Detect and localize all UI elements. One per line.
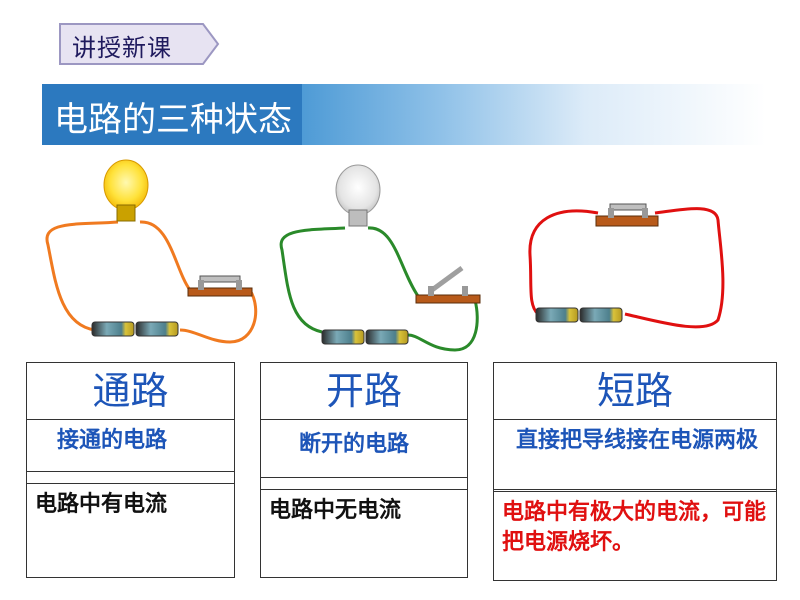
closed-circuit-wire-right [139,220,258,344]
open-circuit-wire-right [367,226,479,352]
open-circuit-note: 电路中无电流 [261,489,467,577]
open-circuit-card: 开路 断开的电路 电路中无电流 [260,362,468,578]
circuit-illustrations [45,159,725,352]
closed-circuit-note: 电路中有电流 [27,483,234,577]
open-circuit-wire-left [279,226,346,334]
battery-pair-icon [91,321,179,337]
short-circuit-title: 短路 [494,363,776,420]
short-switch-icon [595,203,659,227]
short-circuit-description: 直接把导线接在电源两极 [494,420,776,490]
unlit-bulb-icon [335,164,381,227]
banner-fill [42,84,302,145]
open-circuit [279,164,481,352]
short-circuit [528,203,725,329]
closed-circuit-card: 通路 接通的电路 电路中有电流 [26,362,235,578]
short-circuit-card: 短路 直接把导线接在电源两极 电路中有极大的电流，可能把电源烧坏。 [493,362,777,581]
section-tag: 讲授新课 [58,22,220,66]
closed-switch-icon [187,275,253,297]
battery-pair-icon [321,329,409,345]
closed-circuit [45,159,258,344]
open-switch-icon [415,265,481,304]
title-banner: 电路的三种状态 [42,84,766,145]
short-circuit-warning: 电路中有极大的电流，可能把电源烧坏。 [494,491,776,580]
short-circuit-wire [528,207,725,329]
battery-pair-icon [535,307,623,323]
lit-bulb-icon [103,159,149,222]
closed-circuit-description: 接通的电路 [27,420,234,472]
closed-circuit-title: 通路 [27,363,234,420]
tag-arrow-shape [59,23,220,65]
section-tag-label: 讲授新课 [72,34,172,62]
open-circuit-title: 开路 [261,363,467,420]
closed-circuit-wire [45,220,119,332]
open-circuit-description: 断开的电路 [261,420,467,478]
banner-title: 电路的三种状态 [54,100,292,140]
